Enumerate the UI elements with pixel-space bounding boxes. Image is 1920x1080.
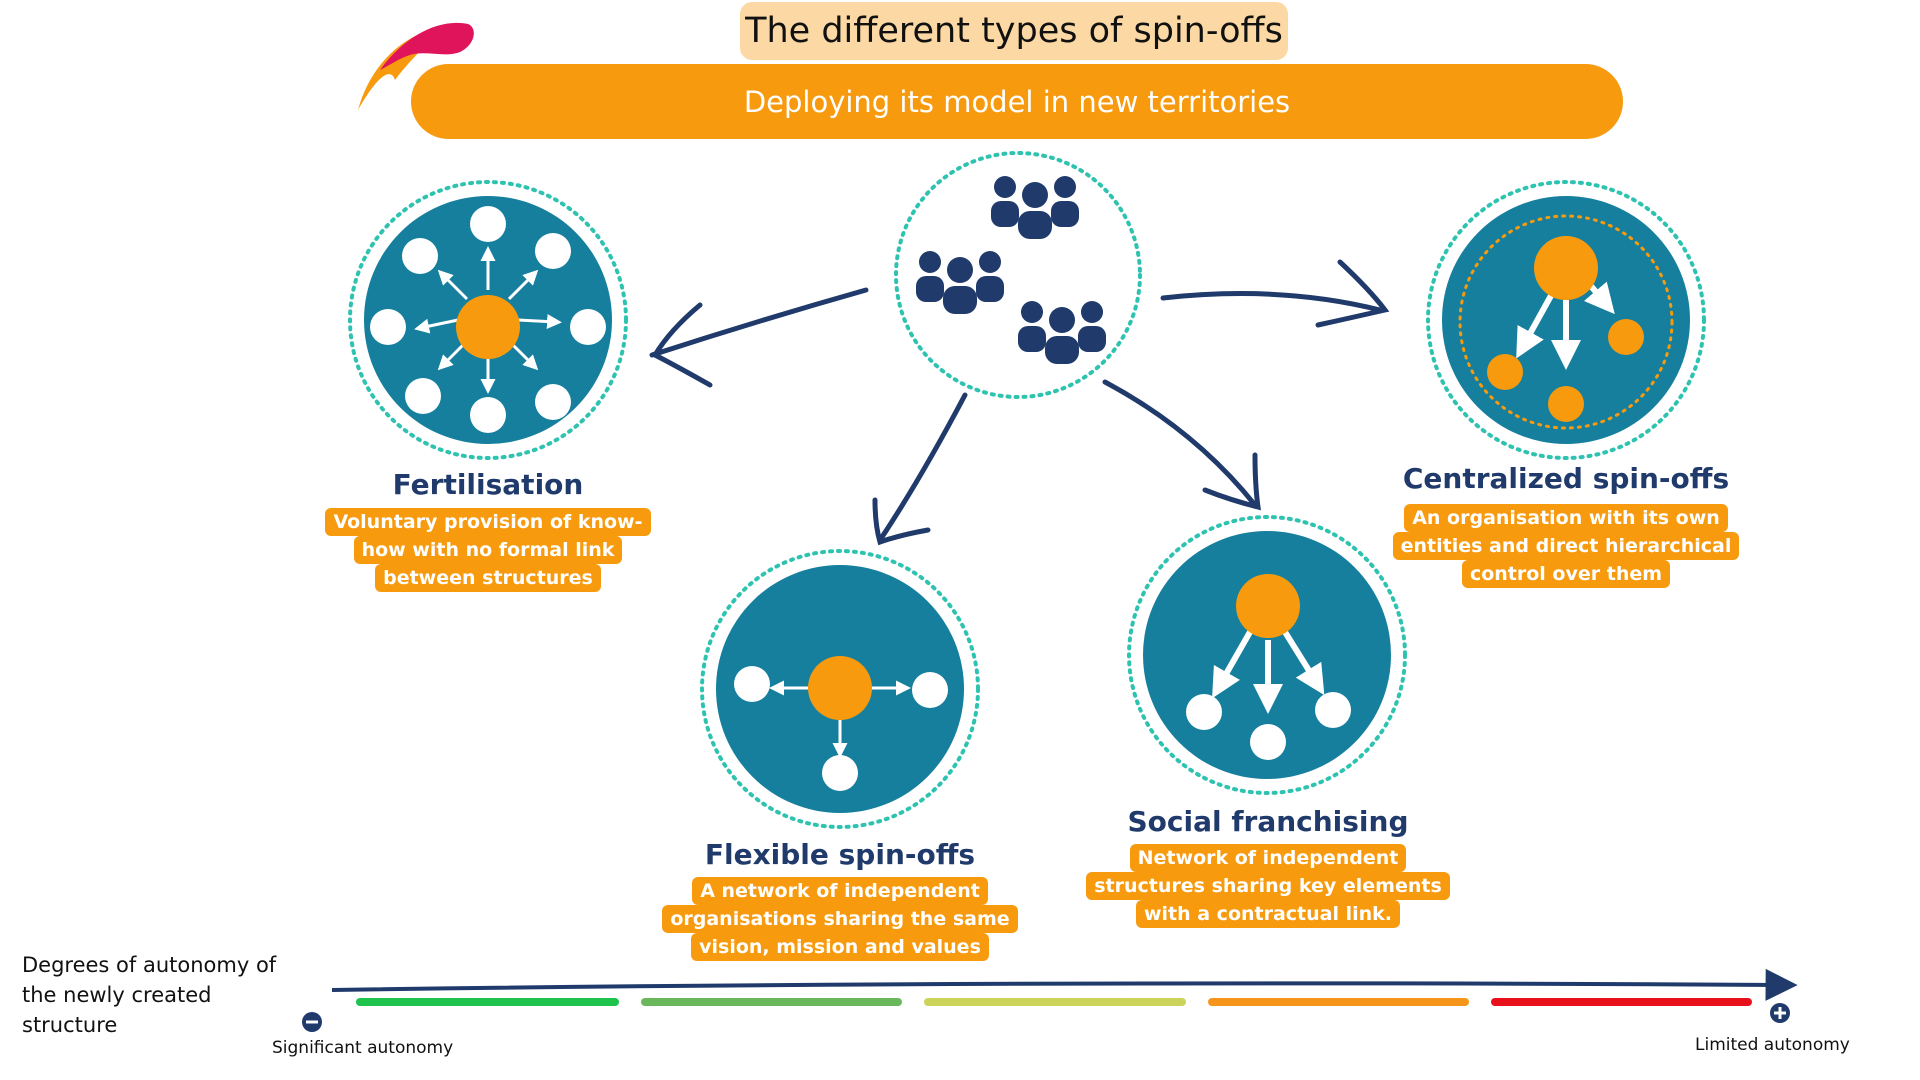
- center-people-node: [894, 151, 1142, 399]
- subtitle-banner: Deploying its model in new territories: [411, 64, 1623, 139]
- fertilisation-label: Fertilisation: [392, 468, 584, 501]
- franchising-desc-line: Network of independent: [1129, 844, 1407, 872]
- fertilisation-desc-line: how with no formal link: [353, 536, 623, 564]
- flexible-desc-line: organisations sharing the same: [662, 905, 1018, 933]
- centralized-label: Centralized spin-offs: [1402, 462, 1730, 495]
- fertilisation-desc-line: between structures: [375, 564, 601, 592]
- franchising-node: [1127, 515, 1407, 795]
- flexible-desc-line: vision, mission and values: [691, 933, 989, 961]
- centralized-desc-line: control over them: [1461, 560, 1671, 588]
- fertilisation-desc: Voluntary provision of know- how with no…: [288, 508, 688, 592]
- arrow-to-flexible: [877, 392, 968, 543]
- logo-swoosh: [358, 22, 474, 110]
- fertilisation-node: [348, 180, 628, 460]
- arrow-to-franchising: [1102, 379, 1258, 508]
- people-group-icon: [916, 176, 1106, 364]
- plus-icon: [1770, 1003, 1790, 1023]
- axis-right-label: Limited autonomy: [1695, 1035, 1850, 1055]
- centralized-desc-line: An organisation with its own: [1404, 504, 1728, 532]
- flexible-label: Flexible spin-offs: [704, 838, 976, 871]
- franchising-label: Social franchising: [1127, 805, 1409, 838]
- page-title: The different types of spin-offs: [740, 2, 1288, 60]
- arrow-to-centralized: [1160, 291, 1383, 313]
- connector-arrows: [649, 259, 1390, 546]
- fertilisation-desc-line: Voluntary provision of know-: [325, 508, 651, 536]
- minus-icon: [302, 1012, 322, 1032]
- axis-left-label: Significant autonomy: [272, 1038, 454, 1058]
- flexible-desc-line: A network of independent: [692, 877, 988, 905]
- autonomy-axis: [302, 968, 1798, 1032]
- axis-title: Degrees of autonomy of the newly created…: [22, 953, 277, 1037]
- centralized-node: [1426, 180, 1706, 460]
- centralized-desc-line: entities and direct hierarchical: [1392, 532, 1740, 560]
- franchising-desc-line: with a contractual link.: [1135, 900, 1401, 928]
- flexible-node: [700, 549, 980, 829]
- centralized-desc: An organisation with its own entities an…: [1366, 504, 1766, 588]
- flexible-desc: A network of independent organisations s…: [640, 877, 1040, 961]
- arrow-to-fertilisation: [649, 287, 869, 358]
- franchising-desc-line: structures sharing key elements: [1086, 872, 1450, 900]
- franchising-desc: Network of independent structures sharin…: [1068, 844, 1468, 928]
